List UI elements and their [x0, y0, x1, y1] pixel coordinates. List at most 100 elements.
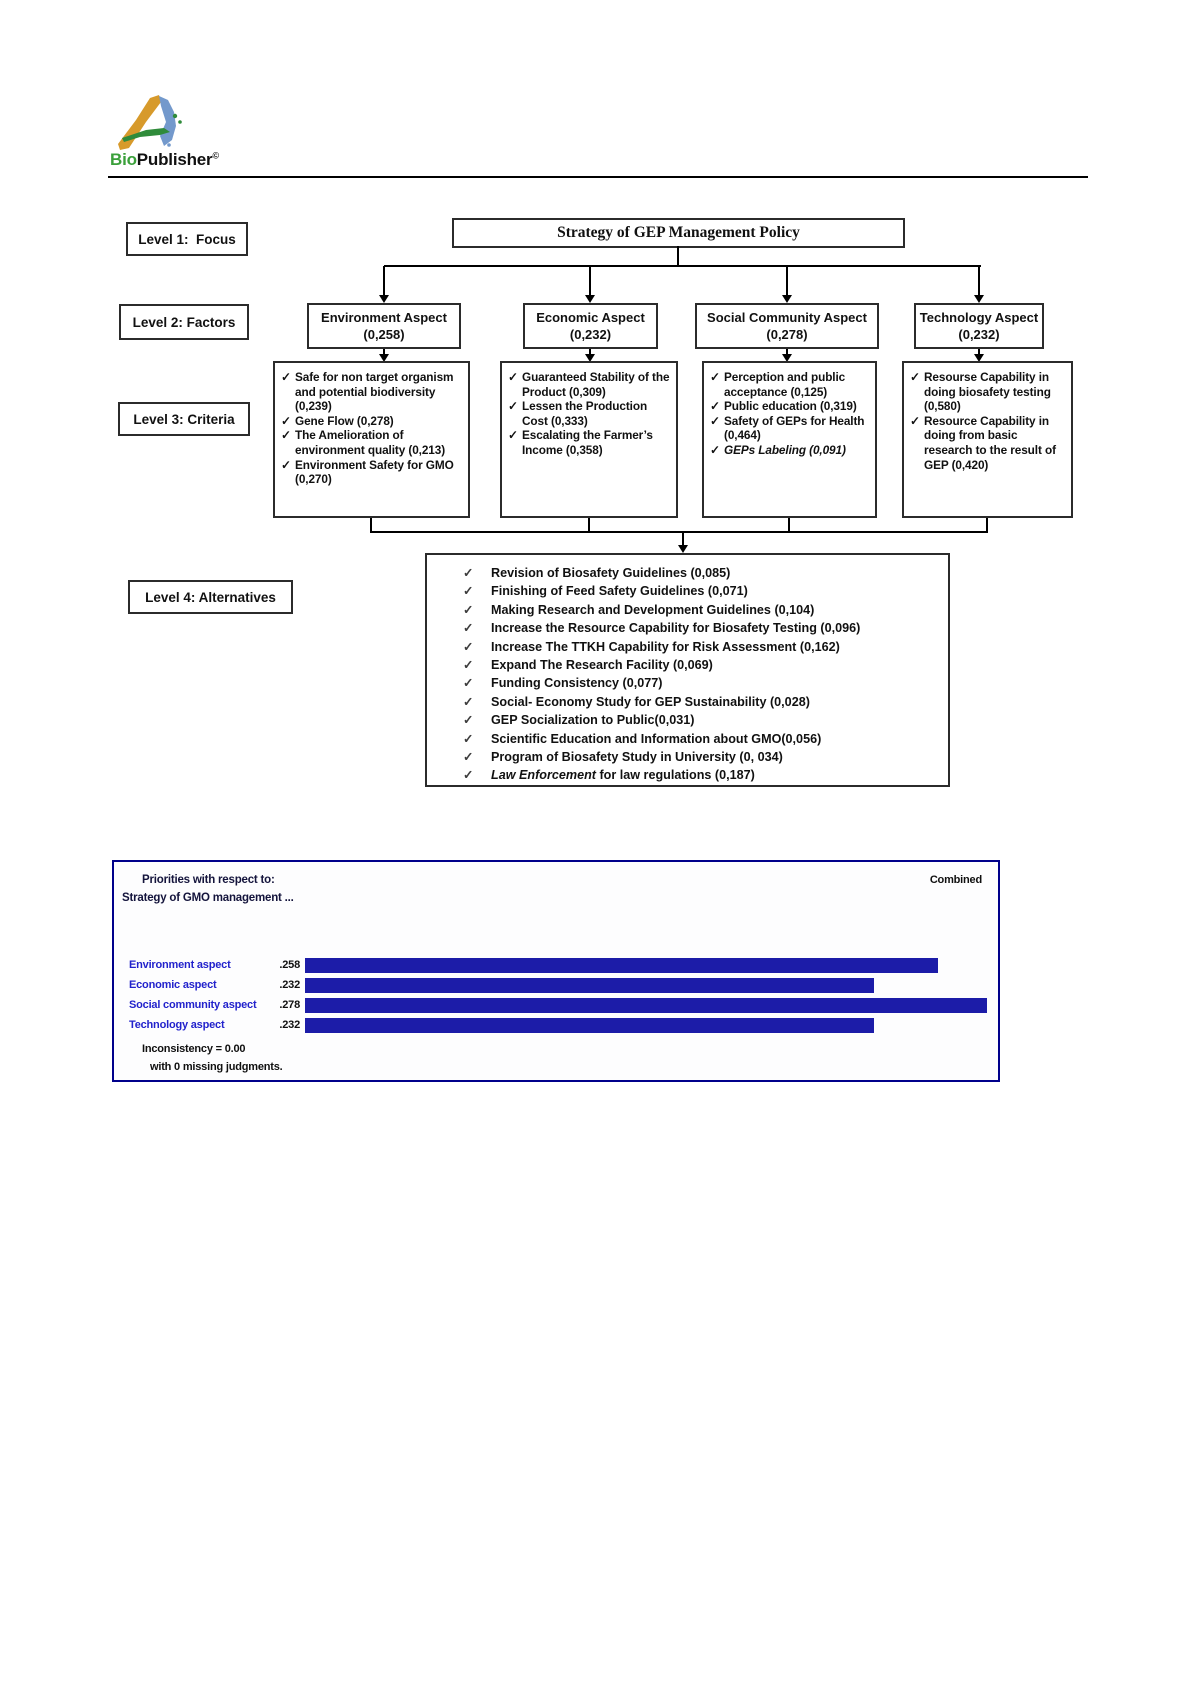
- arrow-down-icon: [974, 295, 984, 303]
- brand-publisher: Publisher: [136, 150, 213, 169]
- chart-title: Priorities with respect to:: [142, 874, 275, 886]
- chart-legend-combined: Combined: [929, 874, 982, 886]
- check-icon: ✓: [463, 750, 474, 765]
- level-2-label: Level 2: Factors: [119, 304, 249, 340]
- connector-line: [786, 349, 788, 356]
- arrow-down-icon: [782, 295, 792, 303]
- check-icon: ✓: [281, 413, 291, 428]
- chart-bar: [305, 958, 938, 973]
- focus-title-box: Strategy of GEP Management Policy: [452, 218, 905, 248]
- chart-bar: [305, 998, 987, 1013]
- criteria-box-environment: ✓Safe for non target organism and potent…: [273, 361, 470, 518]
- factor-name: Social Community Aspect: [707, 310, 867, 325]
- criterion-item: ✓Perception and public acceptance (0,125…: [710, 370, 846, 399]
- criteria-box-social: ✓Perception and public acceptance (0,125…: [702, 361, 877, 518]
- chart-category-label: Social community aspect: [129, 999, 257, 1011]
- check-icon: ✓: [463, 621, 474, 636]
- factor-name: Technology Aspect: [919, 310, 1039, 325]
- connector-line: [986, 518, 988, 533]
- chart-row: Environment aspect.258: [114, 958, 998, 974]
- factor-weight: (0,258): [363, 327, 405, 342]
- missing-judgments-note: with 0 missing judgments.: [150, 1061, 283, 1073]
- biopublisher-logo-icon: [118, 95, 182, 150]
- alternative-item: ✓Increase The TTKH Capability for Risk A…: [463, 638, 940, 656]
- check-icon: ✓: [463, 566, 474, 580]
- alternative-item: ✓Making Research and Development Guideli…: [463, 601, 940, 619]
- criterion-item: ✓Gene Flow (0,278): [281, 413, 394, 428]
- brand-mark: ©: [212, 150, 219, 161]
- arrow-down-icon: [974, 354, 984, 362]
- chart-row: Social community aspect .278: [114, 998, 998, 1014]
- alternative-item: ✓Revision of Biosafety Guidelines (0,085…: [463, 564, 940, 582]
- check-icon: ✓: [910, 370, 920, 384]
- alternative-item: ✓Law Enforcement for law regulations (0,…: [463, 766, 940, 784]
- alternative-item: ✓Finishing of Feed Safety Guidelines (0,…: [463, 582, 940, 600]
- check-icon: ✓: [710, 399, 720, 414]
- brand-wordmark: BioPublisher©: [110, 150, 219, 170]
- criterion-item: ✓Safe for non target organism and potent…: [281, 370, 454, 414]
- criteria-box-economic: ✓Guaranteed Stability of the Product (0,…: [500, 361, 678, 518]
- connector-line: [370, 518, 372, 533]
- check-icon: ✓: [281, 428, 291, 443]
- alternative-item: ✓Scientific Education and Information ab…: [463, 730, 940, 748]
- chart-row: Economic aspect.232: [114, 978, 998, 994]
- criterion-item: ✓Public education (0,319): [710, 399, 857, 414]
- check-icon: ✓: [463, 584, 474, 599]
- check-icon: ✓: [508, 428, 518, 443]
- check-icon: ✓: [710, 413, 720, 428]
- chart-value-label: .278: [279, 999, 300, 1011]
- connector-line: [383, 266, 385, 296]
- connector-line: [589, 266, 591, 296]
- factor-box-technology: Technology Aspect (0,232): [914, 303, 1044, 349]
- check-icon: ✓: [508, 370, 518, 384]
- factor-weight: (0,232): [958, 327, 1000, 342]
- brand-bio: Bio: [110, 150, 137, 169]
- factor-name: Environment Aspect: [321, 310, 447, 325]
- arrow-down-icon: [585, 295, 595, 303]
- criterion-item: ✓GEPs Labeling (0,091): [710, 442, 846, 457]
- level-1-label: Level 1: Focus: [126, 222, 248, 256]
- arrow-down-icon: [678, 545, 688, 553]
- arrow-down-icon: [379, 354, 389, 362]
- connector-line: [370, 531, 988, 533]
- chart-row: Technology aspect.232: [114, 1018, 998, 1034]
- criterion-item: ✓Safety of GEPs for Health (0,464): [710, 413, 865, 443]
- criteria-box-technology: ✓Resourse Capability in doing biosafety …: [902, 361, 1073, 518]
- factor-box-social: Social Community Aspect (0,278): [695, 303, 879, 349]
- check-icon: ✓: [463, 658, 474, 673]
- criterion-item: ✓Escalating the Farmer’s Income (0,358): [508, 428, 653, 457]
- check-icon: ✓: [281, 370, 291, 384]
- chart-value-label: .232: [279, 979, 300, 991]
- arrow-down-icon: [379, 295, 389, 303]
- connector-line: [677, 246, 679, 267]
- alternative-item: ✓Program of Biosafety Study in Universit…: [463, 748, 940, 766]
- header-divider: [108, 176, 1088, 178]
- alternative-item: ✓Increase the Resource Capability for Bi…: [463, 619, 940, 637]
- check-icon: ✓: [508, 399, 518, 414]
- check-icon: ✓: [463, 676, 474, 691]
- factor-weight: (0,232): [569, 327, 612, 342]
- alternative-item: ✓Expand The Research Facility (0,069): [463, 656, 940, 674]
- factor-box-economic: Economic Aspect (0,232): [523, 303, 658, 349]
- factor-name: Economic Aspect: [536, 310, 645, 325]
- connector-line: [384, 265, 981, 267]
- chart-bar: [305, 978, 874, 993]
- check-icon: ✓: [281, 457, 291, 472]
- level-3-label: Level 3: Criteria: [118, 402, 250, 436]
- check-icon: ✓: [463, 713, 474, 728]
- criterion-item: ✓Lessen the Production Cost (0,333): [508, 399, 648, 428]
- connector-line: [588, 518, 590, 533]
- check-icon: ✓: [463, 694, 474, 709]
- check-icon: ✓: [463, 602, 474, 617]
- criterion-item: ✓Guaranteed Stability of the Product (0,…: [508, 370, 670, 399]
- connector-line: [589, 349, 591, 356]
- criterion-item: ✓Environment Safety for GMO (0,270): [281, 457, 454, 487]
- factor-box-environment: Environment Aspect (0,258): [307, 303, 461, 349]
- criterion-item: ✓Resource Capability in doing from basic…: [910, 413, 1056, 472]
- connector-line: [978, 266, 980, 296]
- check-icon: ✓: [710, 442, 720, 457]
- factor-weight: (0,278): [766, 327, 808, 342]
- arrow-down-icon: [585, 354, 595, 362]
- chart-value-label: .232: [279, 1019, 300, 1031]
